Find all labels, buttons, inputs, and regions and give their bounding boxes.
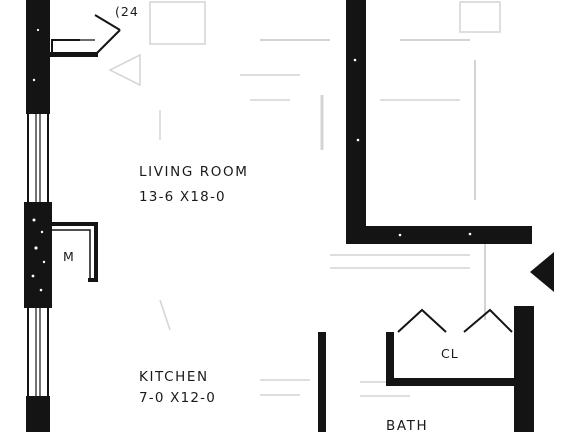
window-upper [27, 114, 49, 202]
interior-wall-l-shape [346, 0, 532, 244]
entry-arrow-icon [530, 252, 554, 292]
kitchen-name: KITCHEN [139, 369, 209, 385]
bath-closet [386, 308, 516, 386]
bath-wall-right [514, 306, 534, 432]
living-room-name: LIVING ROOM [139, 164, 248, 180]
window-lower [27, 308, 49, 396]
meter-niche [52, 222, 98, 282]
meter-label: M [63, 249, 75, 264]
bath-name: BATH [386, 418, 428, 432]
exterior-wall-left [24, 0, 52, 432]
wall-texture [31, 28, 46, 292]
living-room-dimensions: 13-6 X18-0 [139, 189, 226, 205]
kitchen-partition [318, 332, 326, 432]
top-closet [50, 14, 121, 57]
closet-size-fragment: (24 [115, 4, 139, 19]
closet-label: CL [441, 346, 459, 361]
kitchen-dimensions: 7-0 X12-0 [139, 390, 216, 406]
